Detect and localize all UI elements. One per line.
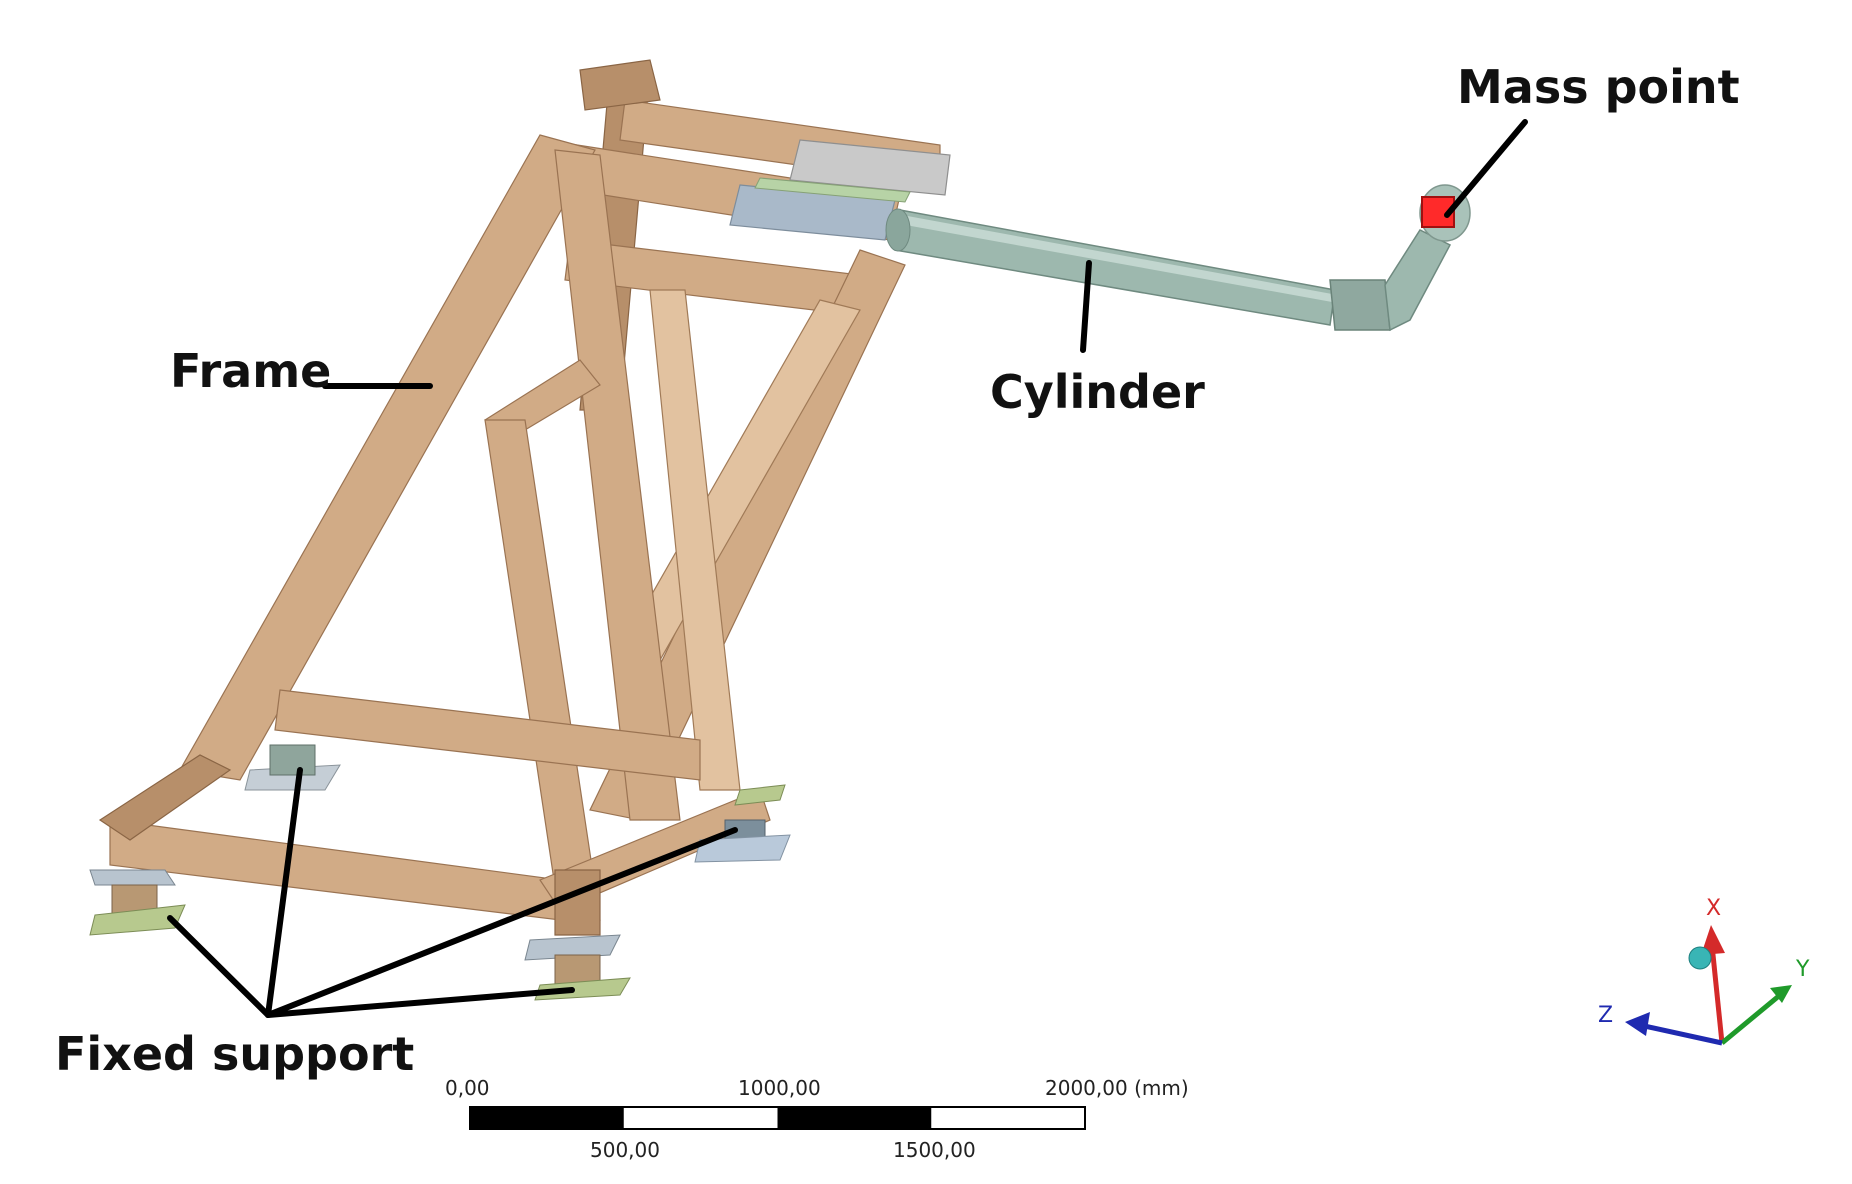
- frame-label: Frame: [170, 344, 331, 398]
- support-pad-1: [89, 869, 186, 936]
- fixed-support-label: Fixed support: [55, 1027, 414, 1081]
- top-plate-rear: [789, 139, 951, 196]
- cylinder-leader-line: [1080, 260, 1092, 353]
- triad-x-axis: [1709, 944, 1725, 1044]
- scale-tick-500: 500,00: [590, 1138, 660, 1162]
- scale-bar: 0,00 1000,00 2000,00 (mm) 500,00 1500,00: [445, 1076, 1189, 1162]
- scale-tick-1500: 1500,00: [893, 1138, 976, 1162]
- frame-base-beam-front: [109, 819, 561, 921]
- scale-segment-3: [777, 1107, 932, 1129]
- triad-z-label: Z: [1598, 1003, 1613, 1028]
- scale-tick-2000: 2000,00 (mm): [1045, 1076, 1189, 1100]
- frame-base-post-front: [554, 869, 601, 936]
- triad-x-label: X: [1706, 896, 1721, 921]
- triad-z-axis: [1639, 1022, 1723, 1046]
- support-pad-2: [244, 744, 341, 791]
- axis-triad: X Y Z: [1598, 896, 1810, 1046]
- frame-top-side-beam: [579, 59, 661, 111]
- frame-base-beam-left: [98, 754, 232, 841]
- frame-structure: [98, 59, 951, 936]
- triad-y-label: Y: [1795, 957, 1810, 982]
- cylinder-body: [885, 184, 1471, 332]
- triad-origin-sphere: [1688, 946, 1712, 970]
- triad-y-axis: [1720, 993, 1782, 1045]
- frame-diagonal-left: [179, 134, 596, 781]
- frame-post-center: [554, 149, 681, 821]
- fixed-supports: [89, 744, 791, 1001]
- scale-tick-0: 0,00: [445, 1076, 490, 1100]
- mass-point-label: Mass point: [1457, 60, 1740, 114]
- top-plate-strip: [754, 177, 911, 203]
- support-pad-4: [694, 784, 791, 863]
- mass-point-leader-line: [1444, 119, 1528, 218]
- frame-inner-left-post: [484, 419, 601, 921]
- fixed-support-leader-lines: [167, 767, 738, 1018]
- scale-tick-1000: 1000,00: [738, 1076, 821, 1100]
- frame-low-beam-back: [274, 689, 701, 781]
- support-pad-3: [524, 934, 631, 1001]
- scale-segment-1: [470, 1107, 624, 1129]
- cylinder-label: Cylinder: [990, 365, 1205, 419]
